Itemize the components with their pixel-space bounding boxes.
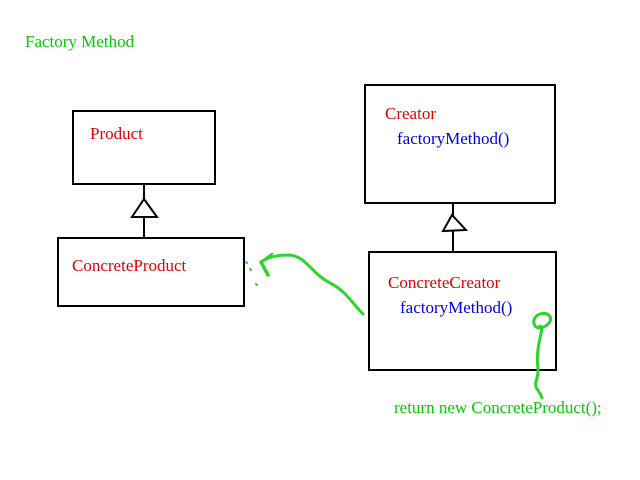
concrete-creator-class-name: ConcreteCreator: [388, 273, 501, 292]
concrete-creator-factory-method: factoryMethod(): [400, 298, 513, 317]
concrete-creator-class-box: [368, 251, 557, 371]
creator-class-box: [364, 84, 556, 204]
creator-class-name: Creator: [385, 104, 436, 123]
return-annotation-text: return new ConcreteProduct();: [394, 398, 602, 417]
generalization-arrow-creator: [441, 204, 469, 251]
diagram-title: Factory Method: [25, 32, 135, 51]
product-class-box: [72, 110, 216, 185]
concrete-product-class-name: ConcreteProduct: [72, 256, 187, 275]
concrete-product-class-box: [57, 237, 245, 307]
return-value-arrow-icon: [532, 311, 553, 400]
creates-arrow-icon: [245, 252, 365, 316]
generalization-arrow-product: [130, 185, 159, 237]
product-class-name: Product: [90, 124, 143, 143]
creator-factory-method: factoryMethod(): [397, 129, 510, 148]
